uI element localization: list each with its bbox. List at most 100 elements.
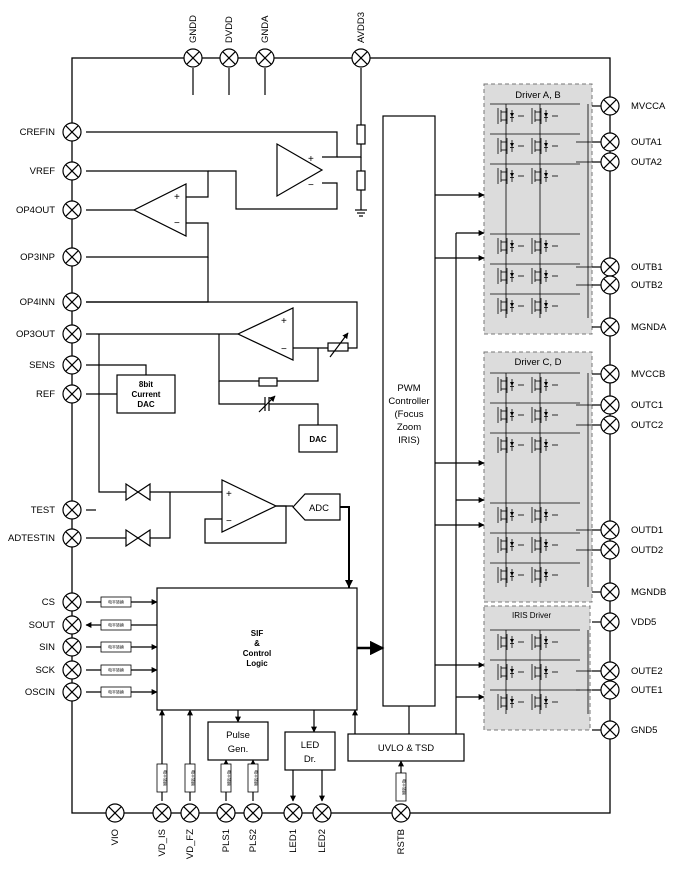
pin-label: SOUT [29, 620, 56, 631]
switch-test [125, 482, 151, 502]
resistor-avdd-bottom [356, 170, 366, 191]
chip-outline [71, 57, 611, 814]
op-amp-vref: + − [276, 142, 324, 198]
svg-text:电平转换: 电平转换 [227, 770, 233, 786]
analog-wiring [86, 68, 362, 588]
pin-label: OUTB2 [631, 280, 663, 291]
adc-label: ADC [309, 503, 329, 514]
pin-dvdd: DVDD [219, 16, 239, 68]
pin-label: VDD5 [631, 617, 656, 628]
uvlo-tsd-block [347, 733, 465, 762]
pin-label: GND5 [631, 725, 657, 736]
sif-line-4: Logic [246, 659, 268, 668]
pin-label: OUTB1 [631, 262, 663, 273]
pin-outb2: OUTB2 [600, 275, 663, 295]
svg-text:+: + [174, 192, 180, 203]
led-line-2: Dr. [304, 754, 316, 765]
pin-outa2: OUTA2 [600, 152, 662, 172]
pin-label: OUTE2 [631, 666, 663, 677]
sif-line-1: SIF [251, 629, 264, 638]
svg-text:+: + [281, 316, 287, 327]
pin-vd-fz: VD_FZ [180, 803, 200, 859]
svg-text:−: − [226, 516, 232, 527]
svg-text:电平转换: 电平转换 [108, 599, 124, 605]
level-shifter: 电平转换 [100, 641, 132, 653]
dac8-line-3: DAC [137, 400, 155, 409]
uvlo-label: UVLO & TSD [378, 743, 434, 754]
level-shifter: 电平转换 [100, 596, 132, 608]
pin-mgndb: MGNDB [600, 582, 666, 602]
level-shifter: 电平转换 [156, 763, 169, 793]
pin-label: OUTD2 [631, 545, 663, 556]
pin-label: RSTB [396, 829, 407, 854]
pin-sin: SIN [39, 637, 82, 657]
pin-oute1: OUTE1 [600, 680, 663, 700]
pin-label: MGNDA [631, 322, 667, 333]
pin-pls2: PLS2 [243, 803, 263, 852]
op-amp-op3: + − [236, 307, 294, 361]
pin-cs: CS [42, 592, 82, 612]
pin-label: SENS [29, 360, 55, 371]
led-driver-block [284, 731, 336, 771]
resistor-feedback [258, 377, 278, 387]
level-shifter: 电平转换 [100, 686, 132, 698]
pin-label: VREF [30, 166, 56, 177]
pin-label: GNDD [188, 15, 199, 43]
pulse-line-2: Gen. [228, 744, 249, 755]
pin-label: OP3OUT [16, 329, 55, 340]
pin-sens: SENS [29, 355, 82, 375]
pin-gndd: GNDD [183, 15, 203, 68]
pin-label: MVCCA [631, 101, 666, 112]
driver-cd-label: Driver C, D [515, 357, 562, 368]
op-amp-op4: + − [132, 183, 187, 237]
pin-label: SCK [35, 665, 55, 676]
pin-outb1: OUTB1 [600, 257, 663, 277]
pin-label: TEST [31, 505, 55, 516]
svg-text:电平转换: 电平转换 [191, 770, 197, 786]
pin-label: PLS1 [221, 829, 232, 852]
pwm-line-2: Controller [388, 396, 429, 407]
dac8-line-1: 8bit [139, 380, 154, 389]
pin-label: VIO [110, 829, 121, 845]
pin-adtestin: ADTESTIN [8, 528, 82, 548]
svg-text:电平转换: 电平转换 [108, 644, 124, 650]
pin-label: CS [42, 597, 55, 608]
8bit-dac-block [116, 374, 176, 414]
pin-gnda: GNDA [255, 15, 275, 68]
pin-vio: VIO [105, 803, 125, 845]
pin-label: OP4OUT [16, 205, 55, 216]
level-shifter-group: 电平转换电平转换电平转换电平转换电平转换电平转换电平转换电平转换电平转换电平转换 [100, 596, 408, 802]
pin-label: DVDD [224, 16, 235, 43]
pwm-line-1: PWM [397, 383, 420, 394]
pin-label: PLS2 [248, 829, 259, 852]
level-shifter: 电平转换 [184, 763, 197, 793]
ground-symbol [355, 190, 367, 217]
svg-text:电平转换: 电平转换 [163, 770, 169, 786]
pin-label: REF [36, 389, 55, 400]
driver-cd-box [483, 351, 593, 603]
pwm-to-driver-wiring [435, 192, 485, 734]
dac-block [298, 424, 338, 453]
level-shifter: 电平转换 [395, 772, 408, 802]
dac-label: DAC [309, 435, 327, 444]
pin-label: MGNDB [631, 587, 666, 598]
svg-text:电平转换: 电平转换 [254, 770, 260, 786]
pin-vd-is: VD_IS [152, 803, 172, 856]
pin-outa1: OUTA1 [600, 132, 662, 152]
pin-label: AVDD3 [356, 12, 367, 43]
pin-mvcca: MVCCA [600, 96, 666, 116]
sif-line-3: Control [243, 649, 271, 658]
svg-text:电平转换: 电平转换 [108, 689, 124, 695]
pin-label: OUTD1 [631, 525, 663, 536]
level-shifter: 电平转换 [100, 664, 132, 676]
pin-label: GNDA [260, 15, 271, 43]
level-shifter: 电平转换 [220, 763, 233, 793]
pin-rstb: RSTB [391, 803, 411, 854]
svg-text:+: + [226, 489, 232, 500]
pin-outc1: OUTC1 [600, 395, 663, 415]
pin-label: LED2 [317, 829, 328, 853]
pin-label: OP4INN [20, 297, 56, 308]
svg-text:电平转换: 电平转换 [402, 779, 408, 795]
pin-led1: LED1 [283, 803, 303, 853]
